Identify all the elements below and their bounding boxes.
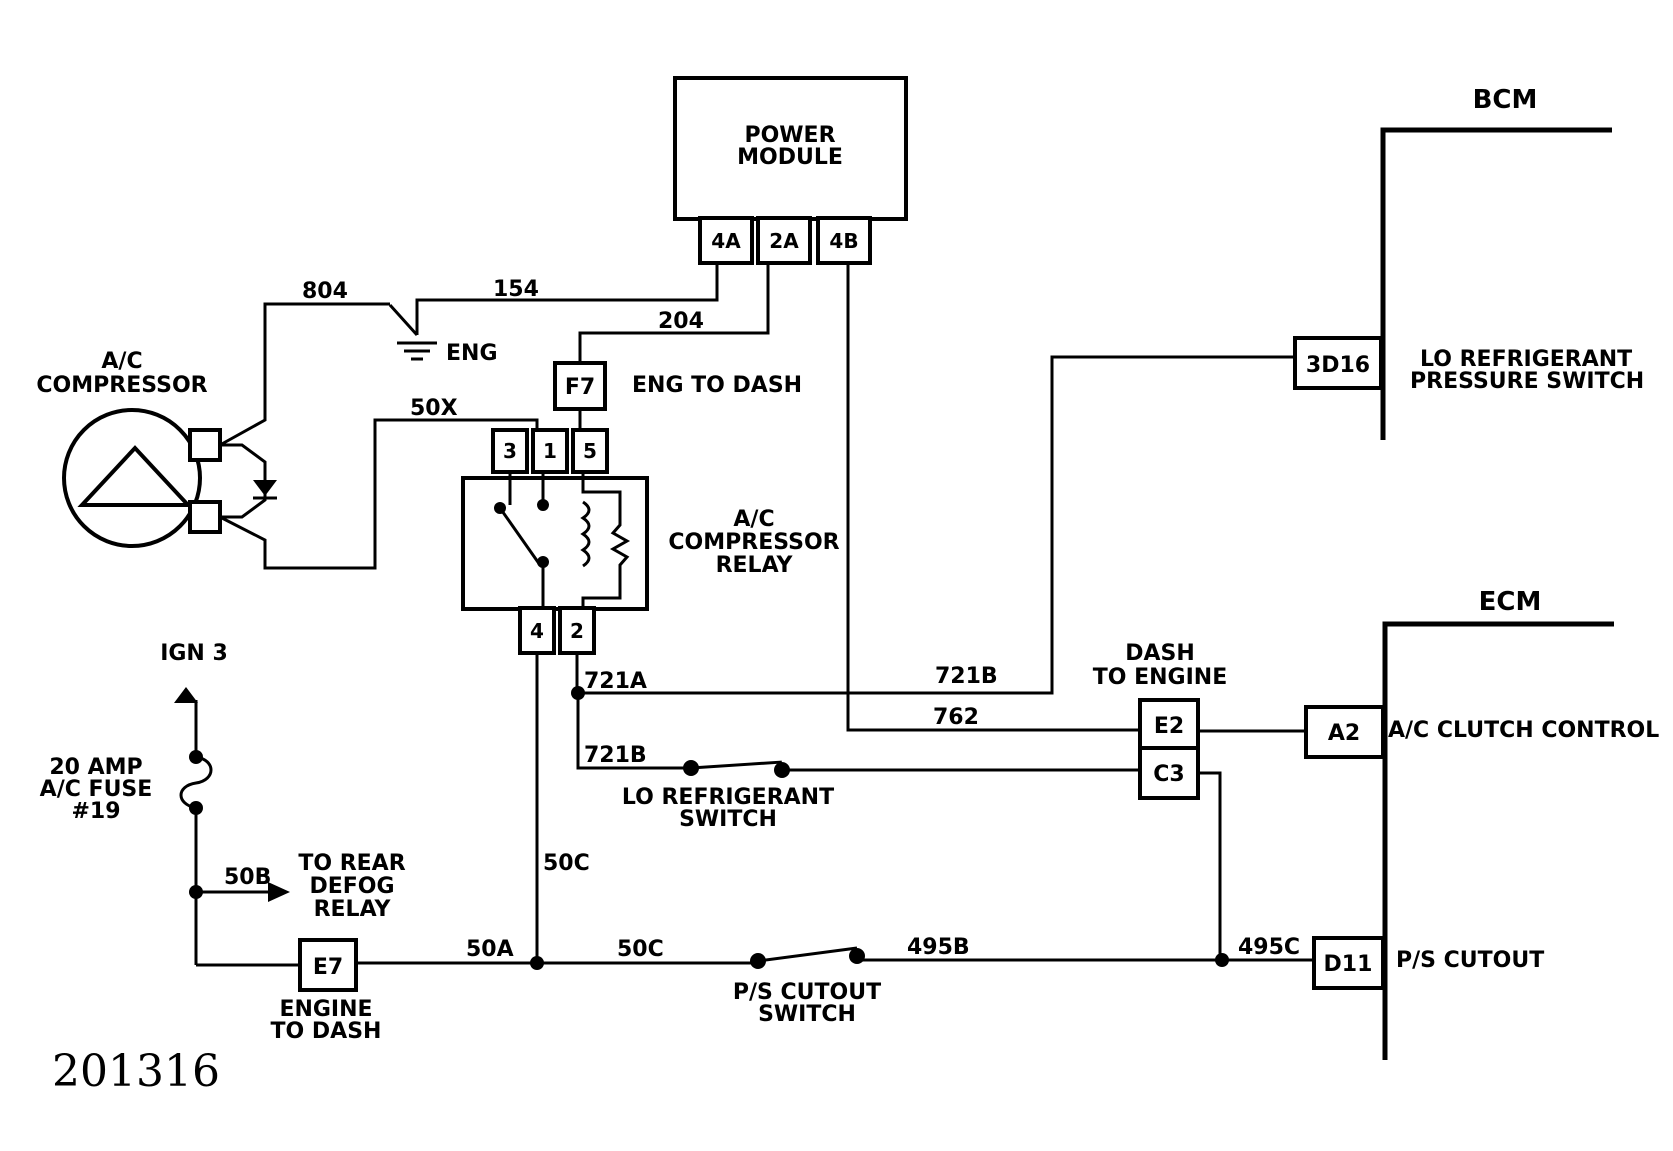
ecm: ECM A2 A/C CLUTCH CONTROL D11 P/S CUTOUT: [1304, 587, 1659, 1060]
wire-label-495c: 495C: [1238, 935, 1300, 960]
wire-label-50a: 50A: [466, 937, 514, 962]
wire-label-50x: 50X: [410, 396, 458, 421]
ps-cutout-switch-label-line2: SWITCH: [758, 1002, 856, 1027]
bcm-label: BCM: [1473, 85, 1538, 115]
wire-label-50b: 50B: [224, 865, 271, 890]
wire-label-50c-v: 50C: [543, 851, 590, 876]
connector-f7-label: ENG TO DASH: [632, 373, 802, 398]
wire-154: [415, 263, 719, 335]
figure-number: 201316: [52, 1046, 220, 1097]
connector-e7-label-line1: ENGINE: [279, 997, 372, 1022]
connector-e7: E7 ENGINE TO DASH: [271, 938, 382, 1044]
ac-compressor: A/C COMPRESSOR: [36, 349, 277, 548]
wire-label-204: 204: [658, 309, 704, 334]
wire-721b-top: [580, 355, 1295, 695]
relay-pin-1: 1: [543, 439, 557, 463]
power-module-pin-4a: 4A: [711, 229, 741, 253]
relay-label-line3: RELAY: [716, 553, 794, 578]
ps-cutout-label: P/S CUTOUT: [1396, 948, 1544, 973]
to-rear-defog-relay: TO REAR DEFOG RELAY: [298, 851, 405, 922]
wire-label-804: 804: [302, 279, 348, 304]
ign-3-label: IGN 3: [160, 641, 228, 666]
connector-dash-to-engine: DASH TO ENGINE E2 C3: [1093, 641, 1228, 800]
wire-204: [578, 263, 770, 365]
power-module-pin-2a: 2A: [769, 229, 799, 253]
wire-label-50c-h: 50C: [617, 937, 664, 962]
fuse-label-line3: #19: [71, 799, 120, 824]
power-module: POWER MODULE 4A 2A 4B: [673, 76, 908, 265]
connector-e7-label-line2: TO DASH: [271, 1019, 382, 1044]
power-module-pin-4b: 4B: [829, 229, 858, 253]
power-module-label-line1: POWER: [744, 123, 835, 148]
lo-refrigerant-switch-label-line1: LO REFRIGERANT: [622, 785, 834, 810]
wire-label-721a: 721A: [584, 669, 647, 694]
lo-refrigerant-pressure-switch-label-line2: PRESSURE SWITCH: [1410, 369, 1644, 394]
dash-to-engine-label-line1: DASH: [1125, 641, 1195, 666]
dash-to-engine-label-line2: TO ENGINE: [1093, 665, 1228, 690]
connector-3d16: 3D16: [1306, 353, 1370, 378]
wire-label-721b-low: 721B: [584, 743, 647, 768]
ground-label: ENG: [446, 341, 498, 366]
ecm-label: ECM: [1479, 587, 1542, 617]
to-rear-defog-label-line3: RELAY: [314, 897, 392, 922]
ps-cutout-switch: P/S CUTOUT SWITCH: [733, 946, 881, 1027]
wire-label-154: 154: [493, 277, 539, 302]
ps-cutout-switch-label-line1: P/S CUTOUT: [733, 980, 881, 1005]
connector-a2: A2: [1328, 721, 1360, 746]
wire-label-721b-top: 721B: [935, 664, 998, 689]
relay-pin-4: 4: [530, 619, 544, 643]
ac-clutch-control-label: A/C CLUTCH CONTROL: [1388, 718, 1659, 743]
wire-label-495b: 495B: [907, 935, 970, 960]
bcm: BCM 3D16 LO REFRIGERANT PRESSURE SWITCH: [1293, 85, 1644, 440]
relay-pin-2: 2: [570, 619, 584, 643]
relay-pin-5: 5: [583, 439, 597, 463]
fuse-19: 20 AMP A/C FUSE #19: [40, 750, 213, 824]
fuse-label-line2: A/C FUSE: [40, 777, 153, 802]
connector-f7-id: F7: [565, 375, 595, 400]
connector-e2: E2: [1154, 714, 1184, 739]
lo-refrigerant-switch: LO REFRIGERANT SWITCH: [622, 760, 1140, 832]
ac-compressor-relay: 3 1 5 4 2 A/C COMPRESSOR RELAY: [461, 428, 840, 655]
relay-label-line2: COMPRESSOR: [668, 530, 839, 555]
connector-d11: D11: [1324, 952, 1373, 977]
lo-refrigerant-pressure-switch-label-line1: LO REFRIGERANT: [1420, 347, 1632, 372]
ign-3: IGN 3: [160, 641, 228, 757]
fuse-label-line1: 20 AMP: [49, 755, 142, 780]
to-rear-defog-label-line1: TO REAR: [298, 851, 405, 876]
power-module-label-line2: MODULE: [737, 145, 843, 170]
ac-compressor-label-line2: COMPRESSOR: [36, 373, 207, 398]
connector-e7-id: E7: [313, 955, 343, 980]
relay-pin-3: 3: [503, 439, 517, 463]
connector-c3: C3: [1153, 762, 1184, 787]
connector-f7: F7 ENG TO DASH: [553, 361, 802, 411]
wire-label-762: 762: [933, 705, 979, 730]
to-rear-defog-label-line2: DEFOG: [309, 874, 394, 899]
wire-762: [846, 263, 1140, 732]
lo-refrigerant-switch-label-line2: SWITCH: [679, 807, 777, 832]
ac-compressor-label-line1: A/C: [101, 349, 142, 374]
ground-symbol: ENG: [388, 303, 498, 366]
relay-label-line1: A/C: [733, 507, 774, 532]
wire-804: [219, 302, 390, 447]
